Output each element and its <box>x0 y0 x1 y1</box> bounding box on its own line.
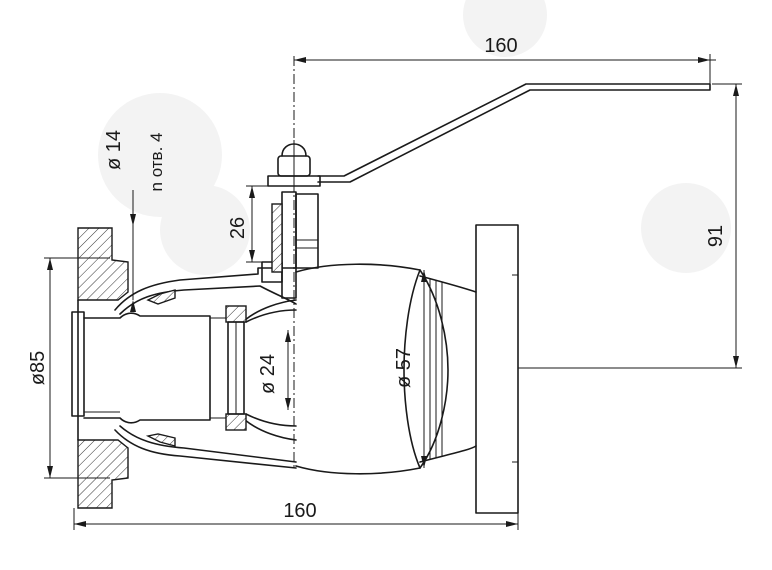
ball <box>245 309 297 427</box>
valve-body <box>295 263 449 475</box>
dim-handle-length-label: 160 <box>484 35 517 57</box>
dim-bolt-hole: ø 14 n отв. 4 <box>103 130 166 312</box>
inner-bore <box>83 312 232 424</box>
handle-lever <box>317 83 711 183</box>
stem <box>261 140 321 299</box>
right-neck <box>419 275 477 463</box>
dim-flange-diameter-label: ø85 <box>27 351 49 385</box>
dim-handle-length: 160 <box>294 35 716 84</box>
dim-height: 91 <box>518 83 742 369</box>
left-flange <box>71 227 129 509</box>
dim-bore-label: ø 24 <box>257 354 279 394</box>
dim-bore: ø 24 <box>257 330 291 410</box>
right-flange <box>475 224 519 514</box>
dim-ball: ø 57 <box>393 270 427 468</box>
dim-ball-label: ø 57 <box>393 348 415 388</box>
dim-bolt-hole-label: ø 14 <box>103 130 125 170</box>
dim-body-length-label: 160 <box>283 500 316 522</box>
dim-flange-diameter: ø85 <box>27 257 110 479</box>
left-body-section <box>114 267 297 469</box>
dim-height-label: 91 <box>705 225 727 247</box>
dim-stem-height: 26 <box>227 185 278 263</box>
seat-ring <box>225 305 247 431</box>
dim-bolt-count-label: n отв. 4 <box>147 133 166 192</box>
dim-body-length: 160 <box>73 500 519 530</box>
background-shapes <box>98 0 731 275</box>
dim-stem-height-label: 26 <box>227 217 249 239</box>
